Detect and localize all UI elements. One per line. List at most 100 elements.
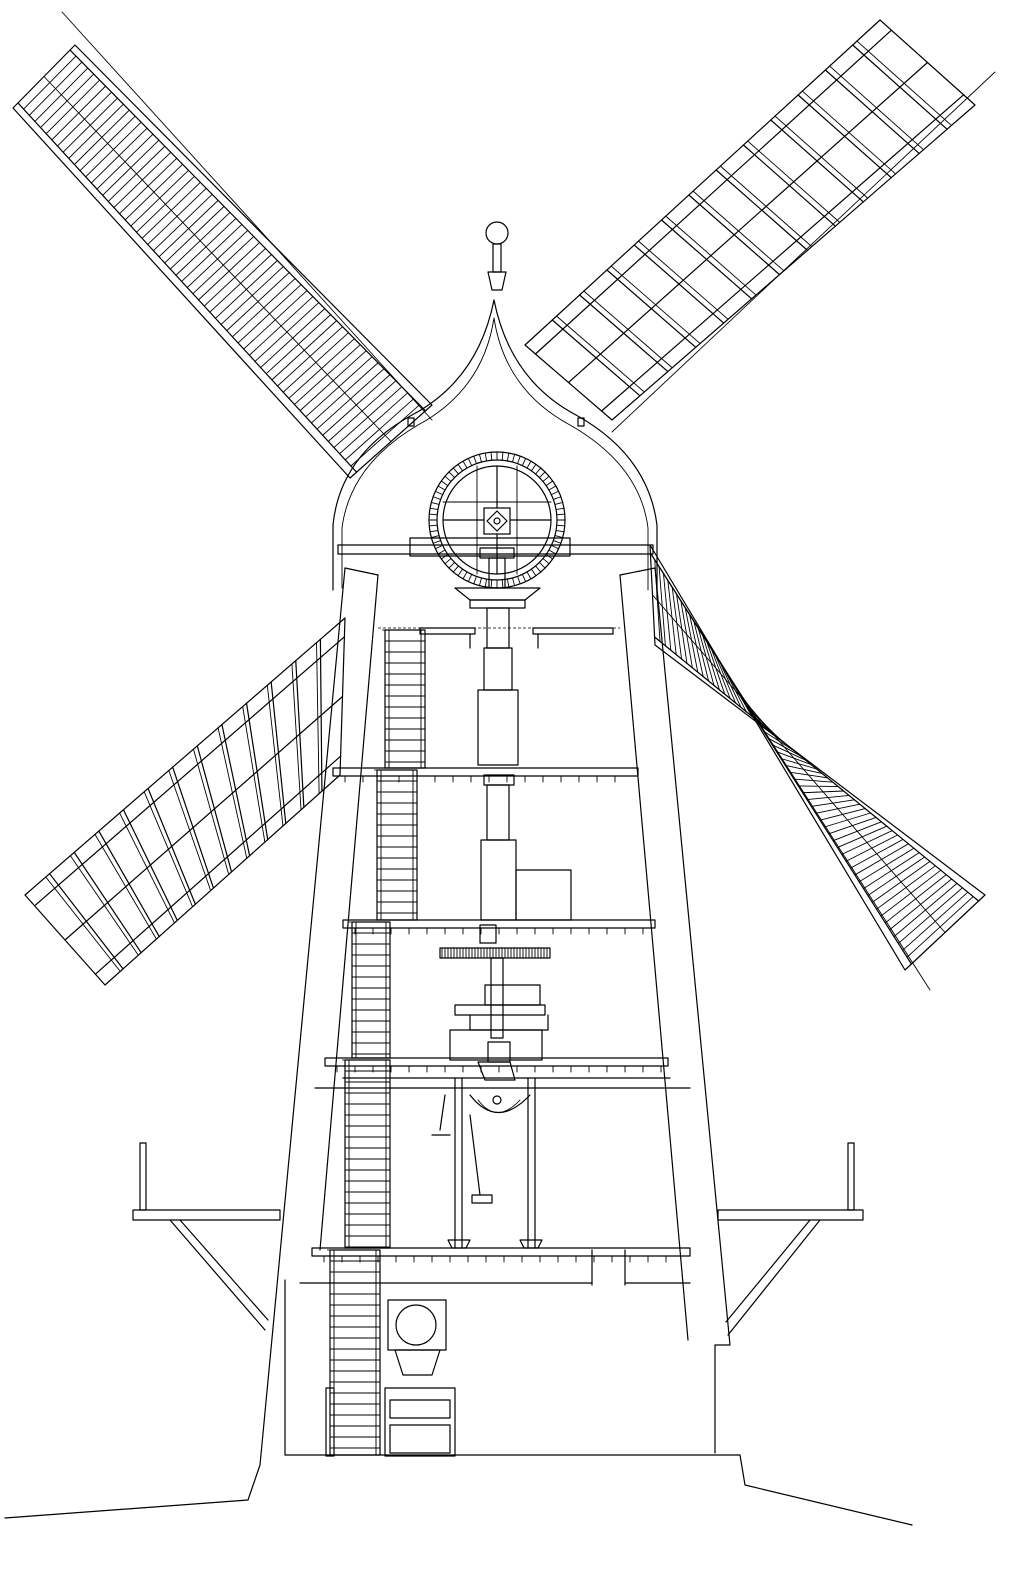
sail-bar-inner [193,748,230,875]
tower-left-outer-wall [4,567,346,1519]
sail-bar-inner [291,663,302,811]
sail-louvre [884,874,947,924]
sail-bar [633,244,725,324]
sail-louvre [152,193,213,252]
floor-1 [332,767,639,777]
sail-bar [49,873,124,970]
brake-wheel-cog [545,480,554,487]
sail-bar-inner [856,40,952,126]
sail-bar-inner [801,90,897,175]
brake-wheel-cog [440,480,449,487]
floor-3 [324,1057,669,1067]
sail-bar-inner [638,240,729,320]
cap-dome [332,221,658,599]
sail-bar [742,144,836,227]
tower-top-left [344,567,379,576]
sail-bar [715,169,809,251]
sail-frame [649,544,986,971]
sail-louvre [832,821,882,842]
sail-louvre [684,607,699,673]
sail-louvre [271,320,338,381]
sail-louvre [828,816,877,835]
brake-wheel-cog [517,575,521,585]
sail-louvre [671,586,683,660]
stair-stringer [351,921,391,1059]
sail-bar [172,766,215,889]
sail-lower-right [649,544,986,971]
stage-brace-left-2 [179,1219,269,1321]
brake-wheel-cog [429,529,439,533]
sail-louvre [265,314,332,375]
sail-rail [33,636,345,907]
cap-bracket-right [577,417,585,427]
sail-louvre [260,308,326,369]
machine-drum [395,1304,437,1346]
stage-deck-left [132,1209,281,1221]
brake-wheel-cog [548,549,557,555]
sail-louvre [136,175,195,233]
sail-louvre [34,67,89,122]
stair-flight-3 [347,921,391,1059]
bin-left [419,627,476,635]
brake-wheel-cog [437,485,446,491]
sail-louvre [723,669,747,713]
sail-louvre [62,97,118,153]
sail-louvre [237,284,302,344]
stair-stringer [384,629,426,769]
brake-wheel-cog [535,467,542,475]
sail-louvre [226,272,290,332]
brake-wheel-cog [552,540,562,544]
sail-louvre [73,109,130,165]
brake-wheel-cog [462,571,468,580]
sail-lower-left [24,617,346,986]
brake-wheel-cog [428,513,438,516]
brake-wheel-cog [429,507,439,511]
brake-wheel-cog [430,501,440,505]
brake-wheel-cog [521,573,527,583]
post-foot-right [519,1239,543,1249]
sail-stock-ur [611,71,996,433]
sail-louvre [203,248,266,307]
cap-bracket-left [407,417,415,427]
sail-bar-inner [143,791,194,908]
sail-louvre [732,682,758,722]
sail-bar-inner [217,727,248,859]
sail-bar-inner [45,876,121,972]
sail-louvre [758,723,791,748]
stair-flight-1 [380,629,426,769]
floors [311,627,691,1263]
sail-louvre [706,641,726,695]
brake-wheel-cog [506,578,510,588]
windshaft-boss [486,510,508,532]
governor-arm [439,1094,446,1131]
stone-nut [484,984,541,1006]
millstone-lower [449,1029,543,1061]
brake-wheel-cog [467,573,473,583]
sail-louvre [209,254,272,313]
stair-flight-2 [372,769,418,921]
sail-louvre [322,374,391,436]
sail-louvre [815,803,861,814]
sail-bar [319,638,323,792]
upright-shaft-4 [486,784,510,841]
sail-bar-inner [665,215,757,296]
sail-louvre [186,229,249,289]
sail-louvre [192,236,255,295]
spur-wheel-rim [439,947,551,959]
sail-louvre [96,133,154,190]
sail-louvre [802,790,845,794]
sail-louvre [198,242,261,301]
stone-spindle [487,1041,511,1063]
sail-louvre [299,350,367,412]
brake-wheel-cog [452,565,459,573]
brake-wheel-cog [434,544,444,550]
sail-bar [147,787,196,905]
sail-louvre [771,744,807,761]
bin-right [532,627,614,635]
sail-louvre [710,648,731,700]
sail-louvre [45,79,101,135]
sail-bar [824,69,920,155]
sack-chute-mouth [471,1194,493,1204]
sack-chute [469,1114,481,1196]
sail-bar [606,269,697,348]
